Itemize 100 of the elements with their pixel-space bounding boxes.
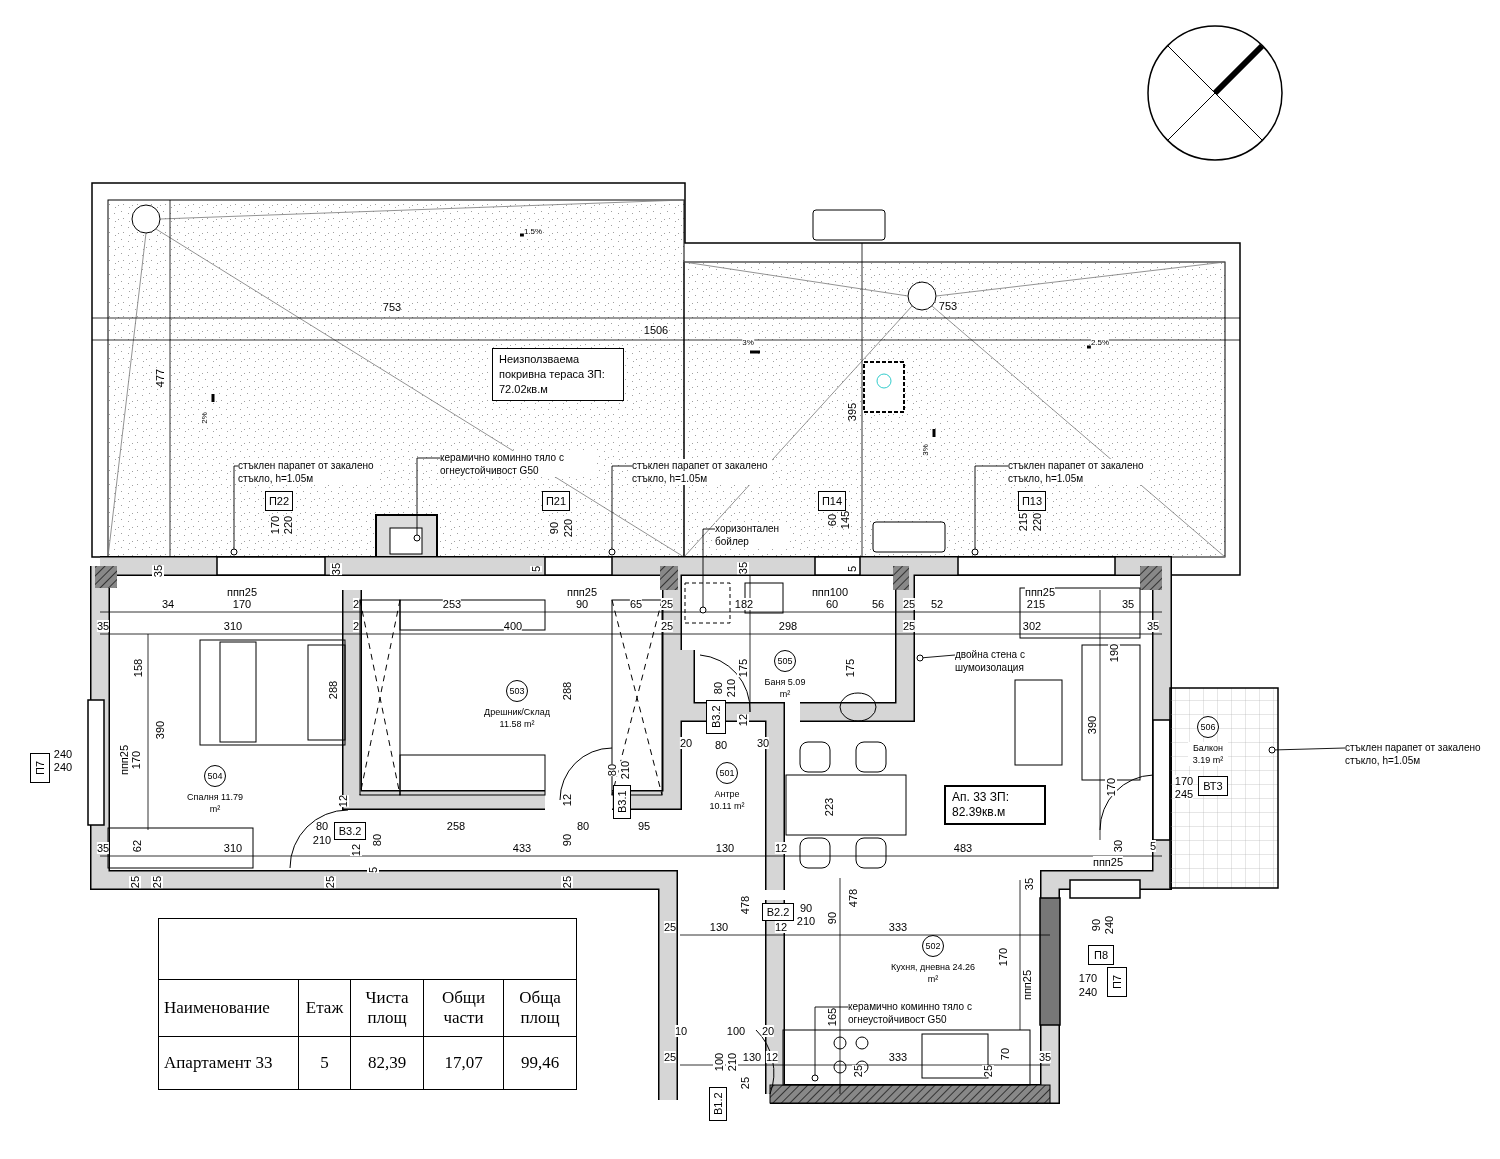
- room-label: Кухня, дневна 24.26 m²: [888, 961, 978, 985]
- room-number: 503: [506, 680, 528, 702]
- dimension-text: 215: [1026, 598, 1046, 610]
- opening-dimension: 80: [712, 681, 724, 695]
- dimension-text: 130: [709, 921, 729, 933]
- opening-dimension: 170: [1174, 775, 1194, 787]
- table-cell: Апартамент 33: [158, 1036, 299, 1090]
- room-label: Баня 5.09 m²: [762, 676, 808, 700]
- dimension-text: 30: [756, 737, 770, 749]
- dimension-text: 34: [161, 598, 175, 610]
- dimension-text: 165: [826, 1007, 838, 1027]
- dimension-text: 170: [232, 598, 252, 610]
- slope-label: 3%: [920, 444, 932, 456]
- dimension-text: 12: [774, 842, 788, 854]
- opening-dimension: 240: [53, 761, 73, 773]
- dimension-text: 35: [1038, 1051, 1052, 1063]
- annotation-text: стъклен парапет от закалено стъкло, h=1.05м: [238, 459, 378, 485]
- opening-dimension: 80: [315, 820, 329, 832]
- dimension-text: 65: [629, 598, 643, 610]
- room-number: 505: [774, 650, 796, 672]
- opening-dimension: 100: [713, 1052, 725, 1072]
- room-number: 501: [716, 762, 738, 784]
- sill-height-label: ппп25: [226, 586, 258, 598]
- dimension-text: 90: [561, 833, 573, 847]
- dimension-text: 753: [938, 300, 958, 312]
- dimension-text: 70: [999, 1047, 1011, 1061]
- dimension-text: 56: [871, 598, 885, 610]
- slope-label: 1.5%: [523, 226, 543, 238]
- door-tag: В3.2: [706, 700, 726, 734]
- dimension-text: 302: [1022, 620, 1042, 632]
- dimension-text: 170: [130, 750, 142, 770]
- window-tag: П22: [265, 491, 293, 511]
- dimension-text: 12: [765, 1051, 779, 1063]
- slope-label: 2%: [199, 412, 211, 424]
- room-label: Балкон 3.19 m²: [1188, 742, 1228, 766]
- dimension-text: 190: [1108, 643, 1120, 663]
- dimension-text: 20: [761, 1025, 775, 1037]
- door-tag: П7: [1107, 967, 1127, 997]
- window-tag: П8: [1088, 945, 1114, 965]
- opening-dimension: 240: [1078, 986, 1098, 998]
- dimension-text: 20: [679, 737, 693, 749]
- dimension-text: 25: [663, 921, 677, 933]
- dimension-text: 35: [96, 620, 110, 632]
- dimension-text: 25: [902, 620, 916, 632]
- dimension-text: 5: [530, 565, 542, 573]
- table-cell: 99,46: [503, 1036, 577, 1090]
- door-tag: В3.1: [613, 785, 631, 819]
- dimension-text: 5: [1149, 840, 1157, 852]
- dimension-text: 35: [1146, 620, 1160, 632]
- dimension-text: 25: [663, 1051, 677, 1063]
- dimension-text: 90: [826, 911, 838, 925]
- dimension-text: 170: [1105, 777, 1117, 797]
- room-number: 502: [922, 935, 944, 957]
- dimension-text: 175: [844, 658, 856, 678]
- window-tag: П14: [818, 491, 846, 511]
- slope-label: 3%: [742, 337, 754, 349]
- dimension-text: 2: [352, 620, 360, 632]
- window-tag: В2.2: [762, 903, 794, 921]
- area-label: Неизползваема покривна тераса ЗП: 72.02кв.м: [492, 348, 624, 401]
- dimension-text: 158: [132, 658, 144, 678]
- opening-dimension: 90: [799, 902, 813, 914]
- dimension-text: 35: [96, 842, 110, 854]
- dimension-text: 35: [1121, 598, 1135, 610]
- dimension-text: 310: [223, 842, 243, 854]
- dimension-text: 2: [352, 598, 360, 610]
- area-label: Ап. 33 ЗП: 82.39кв.м: [944, 785, 1046, 825]
- annotation-text: хоризонтален бойлер: [715, 522, 790, 548]
- opening-dimension: 240: [53, 748, 73, 760]
- dimension-text: 258: [446, 820, 466, 832]
- window-tag: П13: [1018, 491, 1046, 511]
- dimension-text: 175: [737, 658, 749, 678]
- dimension-text: 253: [442, 598, 462, 610]
- opening-dimension: 90: [1090, 918, 1102, 932]
- dimension-text: 35: [1023, 877, 1035, 891]
- dimension-text: 10: [674, 1025, 688, 1037]
- annotation-text: стъклен парапет от закалено стъкло, h=1.05м: [632, 459, 772, 485]
- dimension-text: 62: [131, 839, 143, 853]
- sill-height-label: ппп25: [118, 744, 130, 776]
- table-cell: Наименование: [158, 979, 299, 1037]
- opening-dimension: 245: [1174, 788, 1194, 800]
- dimension-text: 182: [734, 598, 754, 610]
- dimension-text: 170: [997, 947, 1009, 967]
- dimension-text: 333: [888, 1051, 908, 1063]
- sill-height-label: ппп25: [1024, 586, 1056, 598]
- opening-dimension: 210: [619, 760, 631, 780]
- dimension-text: 12: [337, 794, 349, 808]
- dimension-text: 130: [715, 842, 735, 854]
- table-cell: Обща площ: [503, 979, 577, 1037]
- dimension-text: 5: [367, 866, 379, 874]
- dimension-text: 310: [223, 620, 243, 632]
- dimension-text: 52: [930, 598, 944, 610]
- slope-label: 2.5%: [1090, 337, 1110, 349]
- dimension-text: 25: [902, 598, 916, 610]
- dimension-text: 25: [660, 620, 674, 632]
- door-tag: П7: [30, 753, 50, 783]
- opening-dimension: 210: [312, 834, 332, 846]
- window-tag: В3.2: [334, 822, 366, 840]
- dimension-text: 60: [825, 598, 839, 610]
- opening-dimension: 170: [1078, 972, 1098, 984]
- dimension-text: 80: [714, 739, 728, 751]
